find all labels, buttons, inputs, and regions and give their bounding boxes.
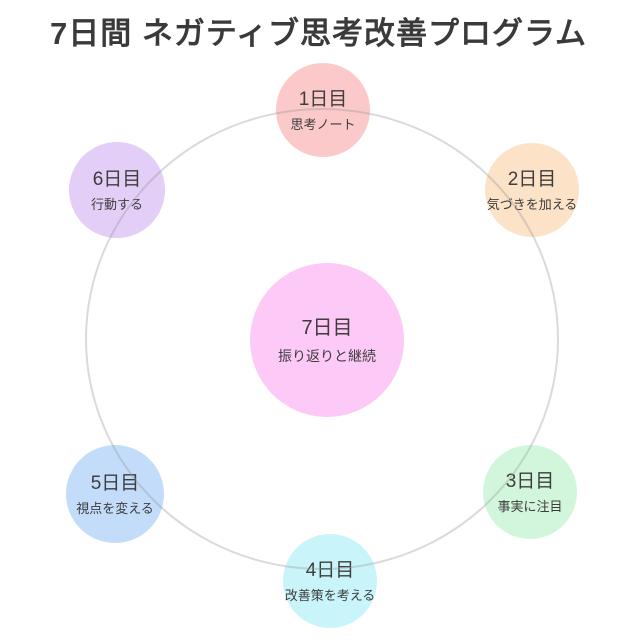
day-circle-3: 3日目 事実に注目: [483, 445, 577, 539]
day-task: 思考ノート: [290, 116, 356, 132]
day-circle-1: 1日目 思考ノート: [276, 63, 370, 157]
day-circle-7-center: 7日目 振り返りと継続: [250, 263, 404, 417]
day-circle-4: 4日目 改善策を考える: [283, 534, 377, 628]
day-number: 5日目: [90, 472, 140, 494]
day-task: 事実に注目: [497, 498, 563, 514]
day-number: 4日目: [305, 559, 355, 581]
day-task: 振り返りと継続: [278, 347, 376, 364]
day-number: 1日目: [298, 88, 348, 110]
day-task: 気づきを加える: [486, 196, 578, 212]
day-number: 7日目: [301, 316, 353, 339]
day-circle-2: 2日目 気づきを加える: [485, 143, 579, 237]
day-circle-5: 5日目 視点を変える: [66, 445, 164, 543]
day-number: 2日目: [507, 168, 557, 190]
day-number: 3日目: [505, 470, 555, 492]
day-number: 6日目: [92, 168, 142, 190]
day-task: 改善策を考える: [284, 587, 376, 603]
day-task: 行動する: [90, 196, 143, 212]
day-circle-6: 6日目 行動する: [69, 142, 165, 238]
page-title: 7日間 ネガティブ思考改善プログラム: [49, 16, 588, 51]
day-task: 視点を変える: [76, 500, 154, 516]
